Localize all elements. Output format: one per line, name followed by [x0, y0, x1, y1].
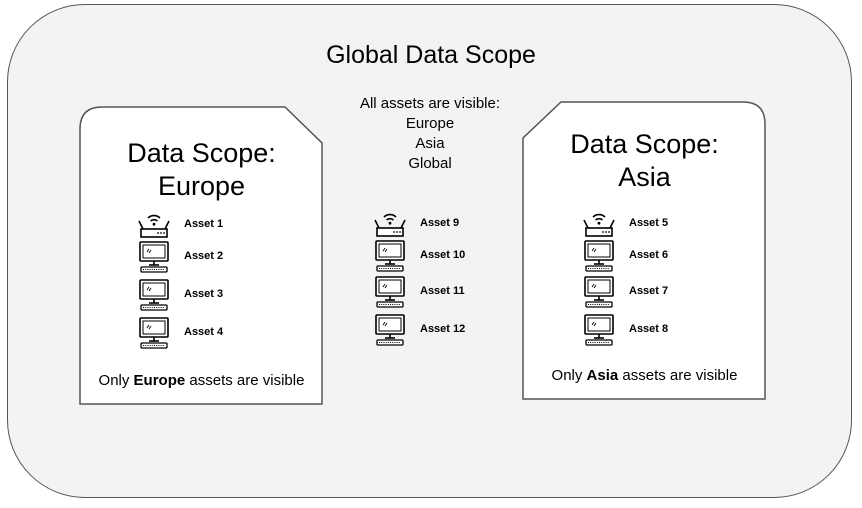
asset-label: Asset 1	[184, 218, 224, 230]
global-visibility-note: All assets are visible: Europe Asia Glob…	[330, 94, 530, 174]
scope-title-line: Europe	[157, 171, 246, 201]
note-region-name: Asia	[586, 367, 619, 384]
europe-scope-box: Data Scope: Europe Asset 1 Asset 2 Asset…	[79, 106, 323, 405]
asset-label: Asset 3	[184, 288, 224, 300]
asset-label: Asset 10	[420, 249, 466, 261]
scope-title-line: Asia	[618, 162, 671, 192]
note-suffix: assets are visible	[618, 367, 738, 384]
computer-icon	[584, 314, 614, 346]
asset-label: Asset 7	[629, 285, 669, 297]
asia-visibility-note: Only Asia assets are visible	[523, 367, 766, 385]
computer-icon	[375, 314, 405, 346]
note-line: All assets are visible:	[359, 95, 501, 112]
computer-icon	[139, 317, 169, 349]
europe-scope-title: Data Scope: Europe	[80, 137, 323, 203]
computer-icon	[139, 241, 169, 273]
note-region-name: Europe	[133, 372, 186, 389]
asia-scope-frame	[522, 101, 766, 400]
computer-icon	[584, 276, 614, 308]
note-prefix: Only	[551, 367, 587, 384]
note-suffix: assets are visible	[185, 372, 305, 389]
note-line: Asia	[415, 135, 445, 152]
note-line: Global	[408, 155, 452, 172]
asia-scope-title: Data Scope: Asia	[523, 128, 766, 194]
scope-title-line: Data Scope:	[570, 129, 719, 159]
router-icon	[583, 213, 615, 237]
asia-scope-box: Data Scope: Asia Asset 5 Asset 6 Asset 7…	[522, 101, 766, 400]
note-line: Europe	[405, 115, 455, 132]
asset-label: Asset 6	[629, 249, 669, 261]
asset-label: Asset 2	[184, 250, 224, 262]
global-scope-title: Global Data Scope	[326, 41, 536, 69]
asset-label: Asset 8	[629, 323, 669, 335]
router-icon	[374, 213, 406, 237]
asset-label: Asset 12	[420, 323, 466, 335]
europe-visibility-note: Only Europe assets are visible	[80, 372, 323, 390]
note-prefix: Only	[98, 372, 134, 389]
computer-icon	[375, 276, 405, 308]
asset-label: Asset 9	[420, 217, 460, 229]
computer-icon	[139, 279, 169, 311]
asset-label: Asset 5	[629, 217, 669, 229]
asset-label: Asset 11	[420, 285, 465, 297]
router-icon	[138, 214, 170, 238]
scope-title-line: Data Scope:	[127, 138, 276, 168]
computer-icon	[375, 240, 405, 272]
asset-label: Asset 4	[184, 326, 224, 338]
computer-icon	[584, 240, 614, 272]
